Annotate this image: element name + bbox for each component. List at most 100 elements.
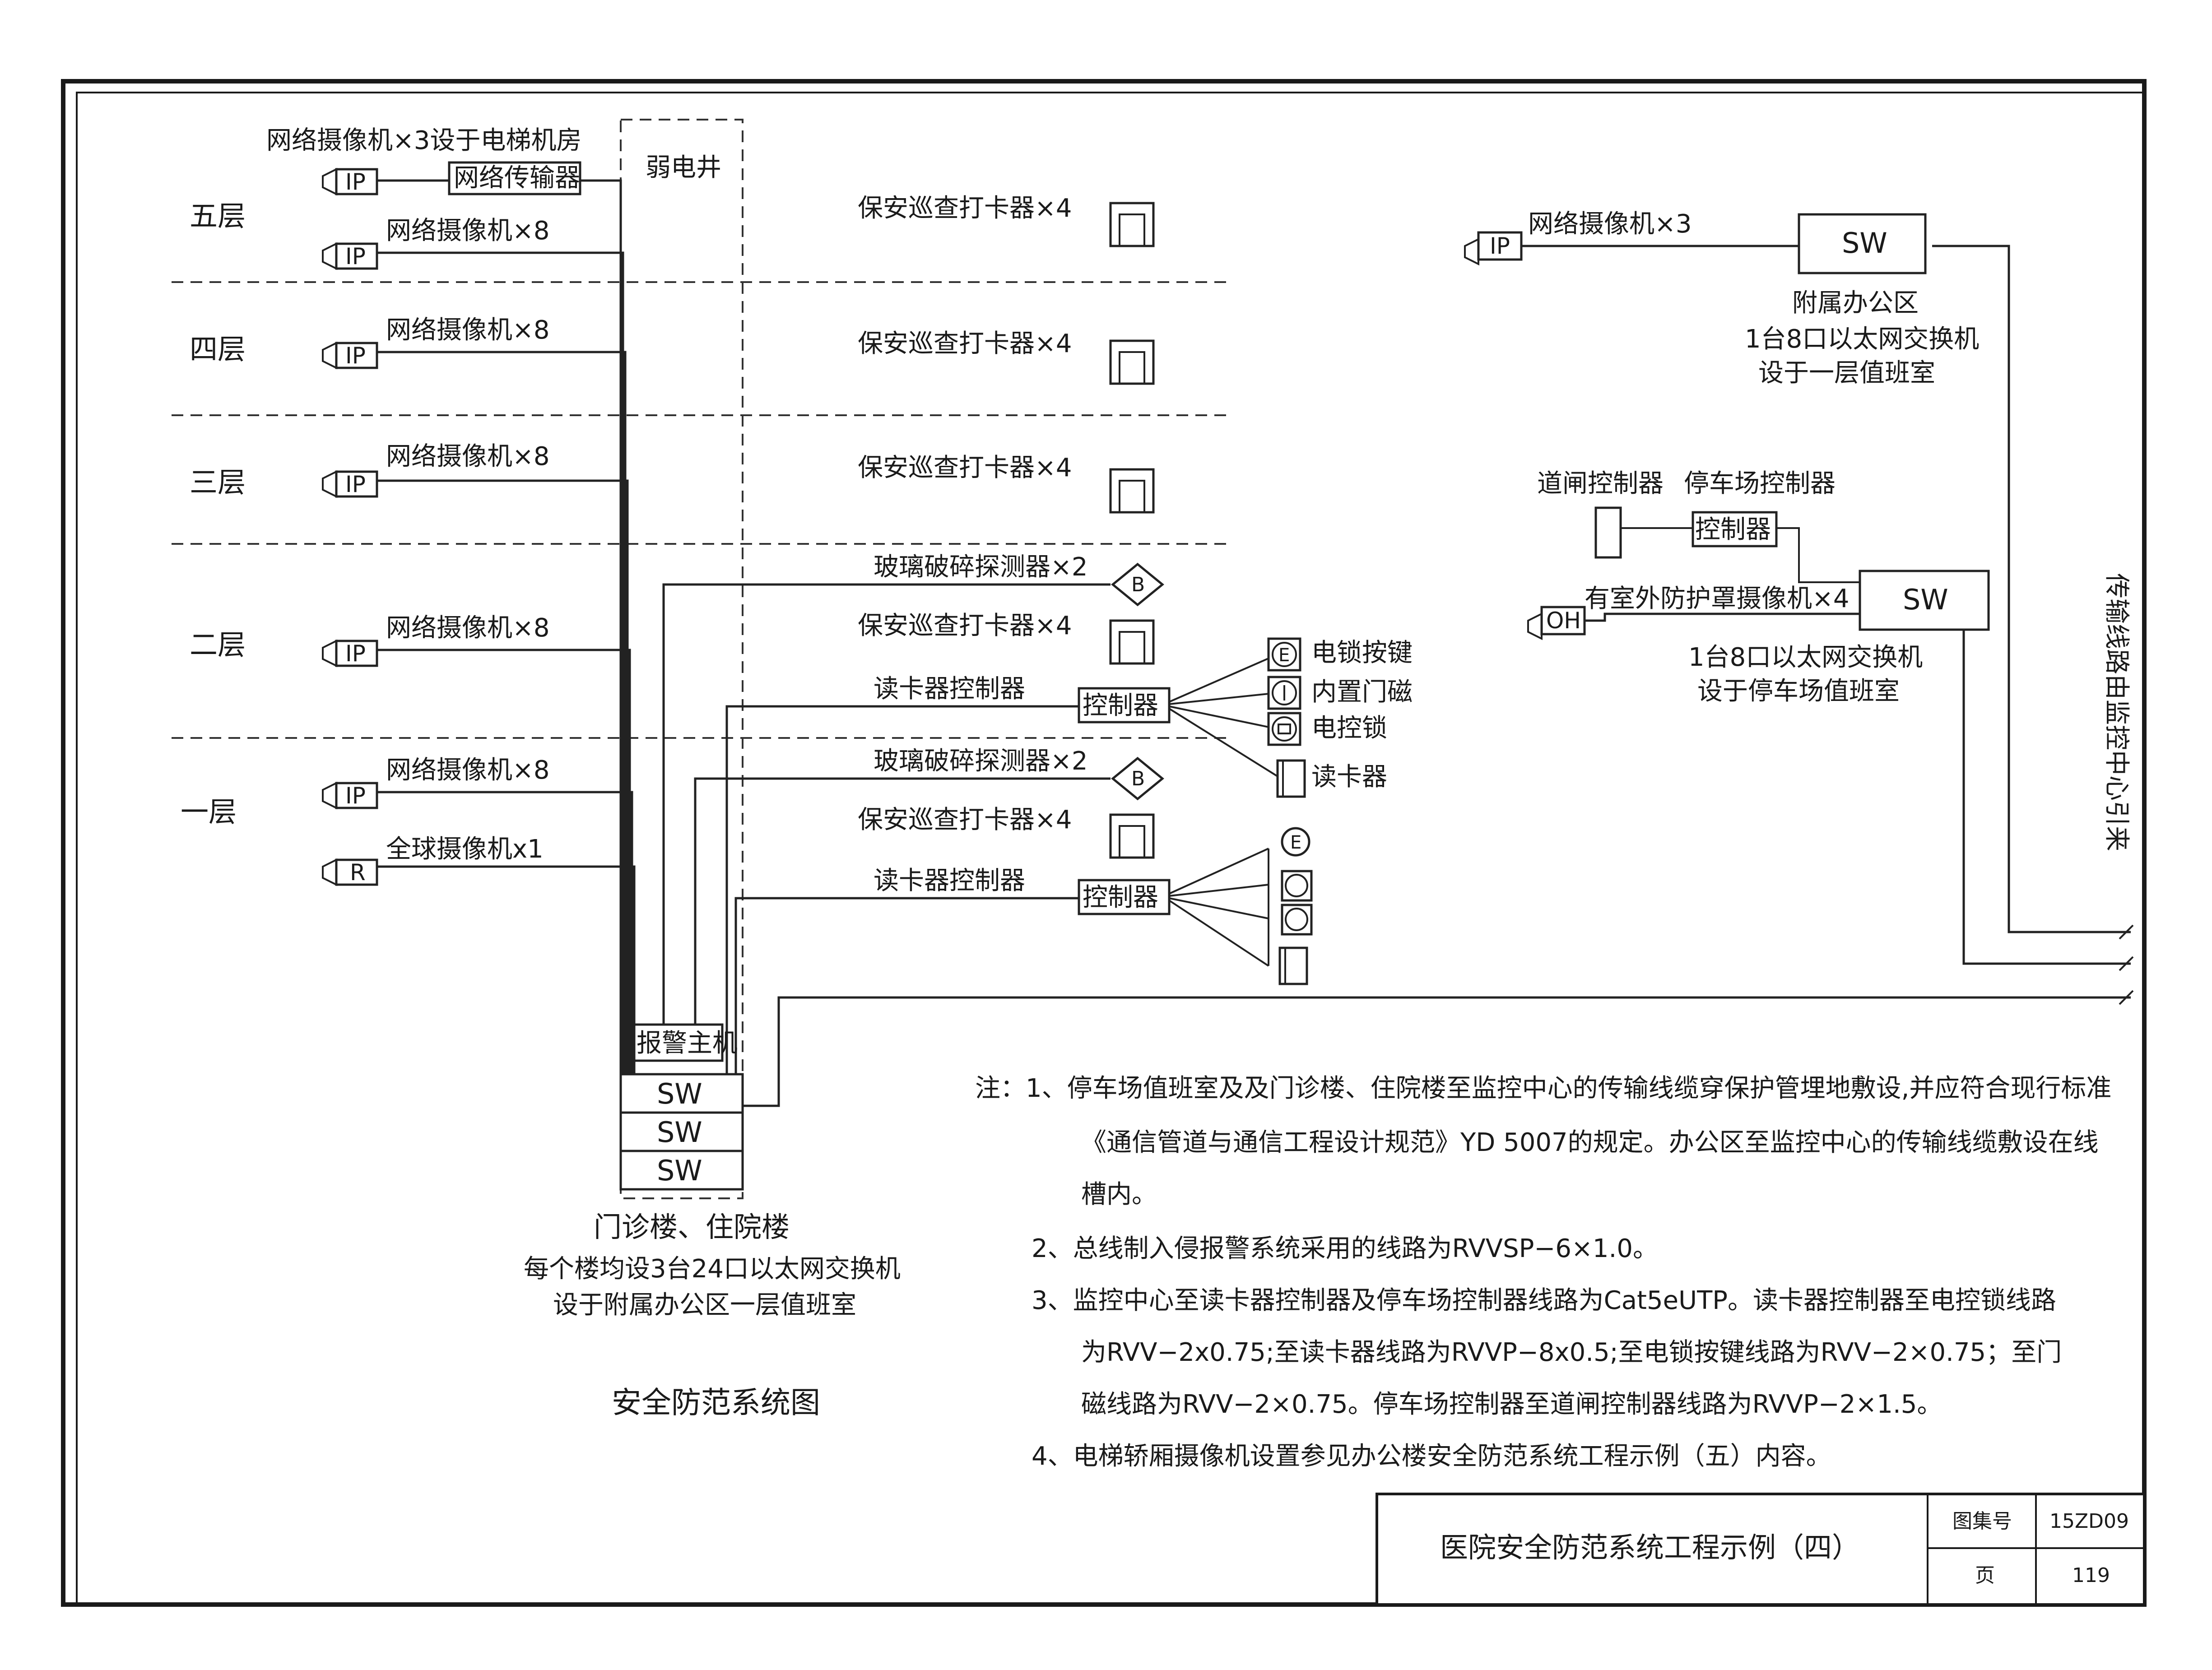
office-camera-label: 网络摄像机×3 bbox=[1528, 209, 1692, 239]
glass-detector-label: 玻璃破碎探测器×2 bbox=[874, 552, 1088, 582]
dome-camera-label: 全球摄像机x1 bbox=[386, 835, 544, 864]
camera-label: 网络摄像机×8 bbox=[386, 315, 550, 345]
door-magnet-icon bbox=[1267, 676, 1301, 710]
controller-label: 控制器 bbox=[1083, 691, 1158, 720]
patrol-label: 保安巡查打卡器×4 bbox=[858, 194, 1072, 223]
door-button-icon: E bbox=[1281, 827, 1310, 857]
svg-text:IP: IP bbox=[345, 343, 366, 369]
switch-label: SW bbox=[1842, 227, 1887, 260]
door-magnet-label: 内置门磁 bbox=[1311, 677, 1413, 707]
card-controller-label: 读卡器控制器 bbox=[874, 866, 1025, 895]
office-switch-box bbox=[1798, 213, 1927, 274]
ip-camera-icon: IP bbox=[322, 781, 378, 810]
svg-text:B: B bbox=[1131, 767, 1145, 790]
floor-label: 一层 bbox=[181, 795, 237, 828]
switch-label: SW bbox=[657, 1154, 702, 1187]
note-line: 磁线路为RVV−2×0.75。停车场控制器至道闸控制器线路为RVVP−2×1.5… bbox=[1081, 1390, 1942, 1419]
shaft-label: 弱电井 bbox=[646, 153, 721, 182]
switch-label: SW bbox=[1903, 583, 1948, 616]
parking-switch-box bbox=[1859, 570, 1990, 631]
inner-frame bbox=[76, 92, 2145, 1605]
glass-detector-icon: B bbox=[1111, 562, 1164, 607]
building-note-line: 门诊楼、住院楼 bbox=[594, 1211, 790, 1243]
ip-camera-icon: IP bbox=[322, 639, 378, 668]
switch-label: SW bbox=[657, 1077, 702, 1110]
ip-camera-icon: IP bbox=[322, 242, 378, 270]
svg-text:IP: IP bbox=[345, 783, 366, 809]
door-button-icon: E bbox=[1267, 637, 1301, 672]
building-note-line: 设于附属办公区一层值班室 bbox=[553, 1290, 856, 1320]
patrol-reader-icon bbox=[1109, 619, 1155, 665]
note-line: 槽内。 bbox=[1081, 1180, 1157, 1209]
svg-text:E: E bbox=[1290, 832, 1301, 853]
parking-controller-label: 停车场控制器 bbox=[1684, 469, 1836, 498]
glass-detector-icon: B bbox=[1111, 756, 1164, 801]
patrol-label: 保安巡查打卡器×4 bbox=[858, 611, 1072, 640]
alarm-host-box bbox=[633, 1023, 724, 1062]
ip-camera-icon: IP bbox=[322, 341, 378, 370]
camera-label: 网络摄像机×8 bbox=[386, 216, 550, 246]
parking-note-line: 设于停车场值班室 bbox=[1697, 677, 1900, 706]
switch-box bbox=[619, 1150, 744, 1191]
page-number-value: 119 bbox=[2072, 1564, 2110, 1587]
patrol-label: 保安巡查打卡器×4 bbox=[858, 805, 1072, 835]
cable-break-mark bbox=[2119, 924, 2134, 1005]
controller-label: 控制器 bbox=[1083, 883, 1158, 912]
note-line: 2、总线制入侵报警系统采用的线路为RVVSP−6×1.0。 bbox=[1032, 1234, 1658, 1263]
electric-lock-label: 电控锁 bbox=[1311, 714, 1387, 743]
gate-controller-box bbox=[1594, 506, 1622, 559]
patrol-label: 保安巡查打卡器×4 bbox=[858, 329, 1072, 358]
ip-camera-icon: IP bbox=[322, 470, 378, 498]
patrol-reader-icon bbox=[1109, 468, 1155, 514]
svg-text:IP: IP bbox=[345, 169, 366, 195]
svg-text:IP: IP bbox=[345, 640, 366, 667]
dome-camera-icon: R bbox=[322, 858, 378, 886]
page-label: 页 bbox=[1975, 1564, 1995, 1587]
outdoor-camera-label: 有室外防护罩摄像机×4 bbox=[1585, 584, 1850, 613]
gate-controller-label: 道闸控制器 bbox=[1537, 469, 1664, 498]
controller-label: 控制器 bbox=[1695, 515, 1771, 544]
network-transmitter-box bbox=[448, 161, 581, 195]
transmitter-label: 网络传输器 bbox=[454, 163, 580, 193]
camera-label: 网络摄像机×8 bbox=[386, 442, 550, 471]
card-reader-label: 读卡器 bbox=[1311, 762, 1387, 792]
door-button-label: 电锁按键 bbox=[1311, 638, 1413, 668]
elevator-camera-label: 网络摄像机×3设于电梯机房 bbox=[266, 126, 582, 155]
note-line: 注：1、停车场值班室及及门诊楼、住院楼至监控中心的传输线缆穿保护管埋地敷设,并应… bbox=[975, 1074, 2111, 1103]
office-note-line: 设于一层值班室 bbox=[1758, 358, 1935, 388]
vertical-route-label: 传输线路由监控中心引来 bbox=[2102, 573, 2131, 851]
card-controller-box bbox=[1078, 879, 1171, 915]
svg-text:OH: OH bbox=[1546, 608, 1581, 634]
patrol-reader-icon bbox=[1109, 202, 1155, 247]
glass-detector-label: 玻璃破碎探测器×2 bbox=[874, 747, 1088, 776]
svg-text:E: E bbox=[1278, 645, 1290, 666]
drawing-title: 医院安全防范系统工程示例（四） bbox=[1440, 1531, 1860, 1564]
svg-text:IP: IP bbox=[345, 243, 366, 269]
note-line: 3、监控中心至读卡器控制器及停车场控制器线路为Cat5eUTP。读卡器控制器至电… bbox=[1032, 1286, 2056, 1315]
parking-note-line: 1台8口以太网交换机 bbox=[1688, 643, 1923, 672]
floor-label: 四层 bbox=[190, 333, 246, 366]
parking-controller-box bbox=[1692, 511, 1778, 547]
title-block: 医院安全防范系统工程示例（四） 图集号 15ZD09 页 119 bbox=[1376, 1493, 2146, 1606]
trunk-line bbox=[743, 996, 2131, 1107]
svg-text:R: R bbox=[350, 859, 366, 886]
card-controller-label: 读卡器控制器 bbox=[874, 674, 1025, 704]
floor-label: 三层 bbox=[190, 466, 246, 499]
electric-lock-icon bbox=[1267, 712, 1301, 746]
switch-label: SW bbox=[657, 1116, 702, 1149]
patrol-reader-icon bbox=[1109, 339, 1155, 385]
ip-camera-icon: IP bbox=[1464, 231, 1523, 266]
svg-text:IP: IP bbox=[345, 471, 366, 497]
note-line: 《通信管道与通信工程设计规范》YD 5007的规定。办公区至监控中心的传输线缆敷… bbox=[1081, 1128, 2099, 1157]
alarm-host-label: 报警主机 bbox=[637, 1029, 738, 1058]
diagram-title: 安全防范系统图 bbox=[612, 1385, 820, 1420]
electric-lock-icon bbox=[1281, 904, 1313, 936]
svg-text:B: B bbox=[1131, 573, 1145, 596]
ip-camera-icon: IP bbox=[322, 167, 378, 196]
camera-label: 网络摄像机×8 bbox=[386, 613, 550, 643]
floor-label: 五层 bbox=[190, 199, 246, 232]
atlas-number-label: 图集号 bbox=[1952, 1510, 2012, 1533]
office-note-line: 1台8口以太网交换机 bbox=[1745, 325, 1979, 354]
note-line: 4、电梯轿厢摄像机设置参见办公楼安全防范系统工程示例（五）内容。 bbox=[1032, 1442, 1831, 1471]
